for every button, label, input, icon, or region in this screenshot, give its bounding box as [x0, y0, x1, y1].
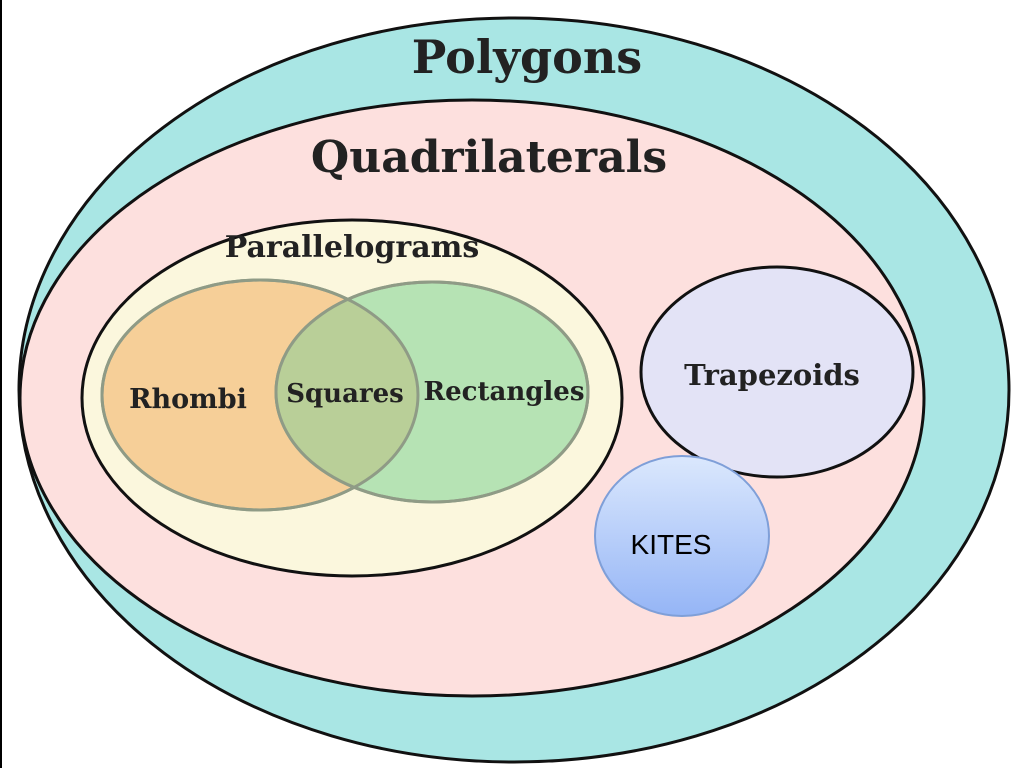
- polygons-label: Polygons: [412, 30, 642, 84]
- trapezoids-region: [639, 265, 915, 479]
- quadrilaterals-label: Quadrilaterals: [311, 132, 667, 183]
- rectangles-label: Rectangles: [424, 377, 585, 407]
- parallelograms-label: Parallelograms: [225, 230, 480, 265]
- trapezoids-label: Trapezoids: [684, 358, 860, 392]
- rhombi-label: Rhombi: [129, 384, 247, 415]
- squares-label: Squares: [286, 379, 404, 409]
- kites-label: KITES: [631, 529, 712, 560]
- squares-region: [276, 282, 418, 502]
- kites-region: [594, 455, 770, 617]
